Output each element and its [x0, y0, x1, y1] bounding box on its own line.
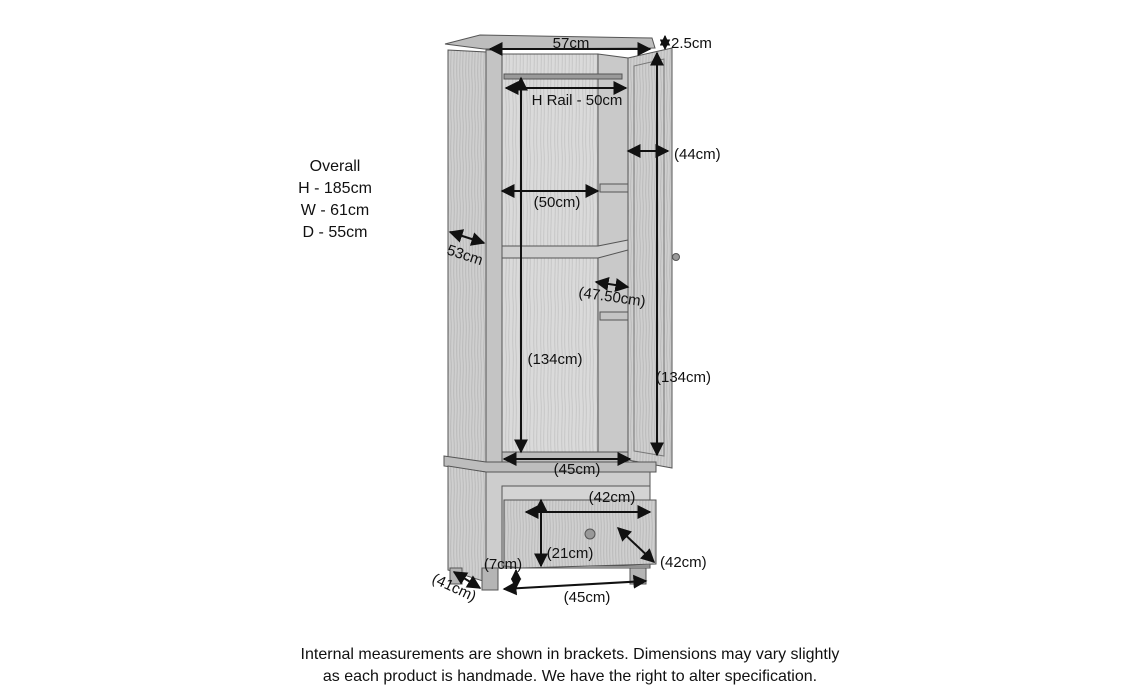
label-top-width: 57cm [553, 35, 590, 52]
footer-line-1: Internal measurements are shown in brack… [300, 646, 840, 663]
label-shelf-width: (50cm) [534, 194, 581, 211]
dim-inner-depth [594, 277, 630, 292]
door-rail-2 [599, 311, 629, 321]
label-door-height: (134cm) [656, 369, 711, 386]
dim-base-width [502, 574, 648, 596]
front-stile [485, 49, 503, 469]
drawer-knob [584, 528, 596, 540]
footer-line-2: as each product is handmade. We have the… [322, 668, 818, 685]
base-side [447, 465, 487, 583]
label-drawer-height: (21cm) [547, 545, 594, 562]
label-plinth: (7cm) [484, 556, 522, 573]
label-inner-base-width: (45cm) [554, 461, 601, 478]
overall-width: W - 61cm [300, 202, 370, 219]
cornice [444, 34, 656, 50]
label-drawer-depth: (42cm) [660, 554, 707, 571]
label-cornice: 2.5cm [671, 35, 712, 52]
door-rail-1 [599, 183, 629, 193]
dim-side-depth [448, 229, 486, 246]
dim-base-depth [452, 571, 482, 589]
label-door-width: (44cm) [674, 146, 721, 163]
overall-height: H - 185cm [298, 180, 372, 197]
label-rail: H Rail - 50cm [532, 92, 623, 109]
wardrobe-illustration [443, 34, 680, 591]
label-drawer-width: (42cm) [589, 489, 636, 506]
overall-depth: D - 55cm [302, 224, 368, 241]
dim-drawer-depth [616, 527, 656, 563]
leg-front-left [481, 567, 499, 591]
overall-dimensions: Overall H - 185cm W - 61cm D - 55cm [270, 156, 400, 244]
hanging-rail [503, 73, 623, 80]
overall-heading: Overall [309, 158, 361, 175]
footer-note: Internal measurements are shown in brack… [0, 644, 1140, 688]
dimension-lines [448, 34, 671, 596]
open-door [627, 47, 673, 469]
door-knob [672, 253, 680, 261]
label-inner-height: (134cm) [527, 351, 582, 368]
label-base-width: (45cm) [564, 589, 611, 606]
